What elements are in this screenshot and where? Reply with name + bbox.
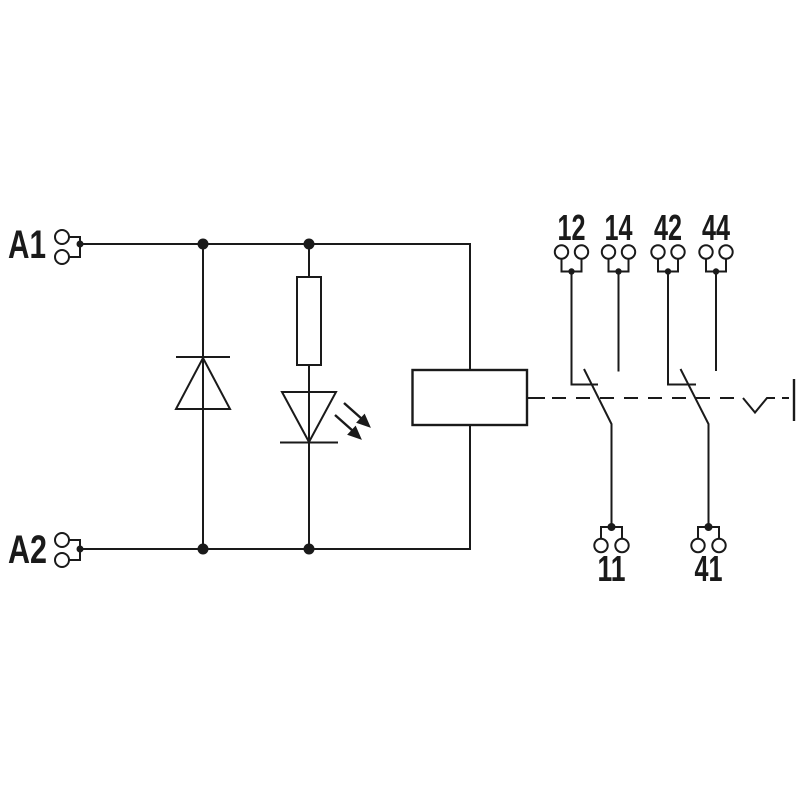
terminal-clamp-icon bbox=[698, 244, 714, 260]
link-vee-notch bbox=[742, 397, 775, 415]
suppressor-diode-icon bbox=[174, 355, 232, 410]
terminal-clamp-icon bbox=[54, 552, 70, 568]
terminal-clamp-icon bbox=[553, 244, 570, 260]
junction-dot bbox=[197, 238, 209, 250]
terminal-14 bbox=[600, 244, 637, 275]
bottom-rail-wire bbox=[80, 425, 471, 550]
nc-contact-wire bbox=[570, 271, 598, 386]
terminal-11 bbox=[593, 523, 630, 554]
contact-blade bbox=[583, 368, 613, 527]
terminal-clamp-icon bbox=[718, 244, 734, 260]
terminal-44 bbox=[698, 244, 734, 275]
terminal-12 bbox=[553, 244, 590, 275]
terminal-clamp-icon bbox=[54, 532, 70, 548]
terminal-41 bbox=[690, 523, 727, 554]
terminal-a2 bbox=[54, 532, 84, 568]
terminal-clamp-icon bbox=[650, 244, 666, 260]
changeover-contact-1 bbox=[553, 244, 637, 554]
diode-triangle bbox=[174, 355, 232, 410]
contact-blade bbox=[679, 368, 710, 527]
terminal-a1 bbox=[54, 229, 84, 265]
coil-circuit bbox=[54, 229, 529, 568]
terminal-clamp-icon bbox=[620, 244, 637, 260]
junction-dot bbox=[197, 543, 209, 555]
relay-coil-icon bbox=[411, 368, 529, 427]
terminal-clamp-icon bbox=[54, 229, 70, 245]
terminal-clamp-icon bbox=[593, 537, 609, 554]
nc-contact-wire bbox=[667, 271, 696, 386]
junction-dot bbox=[303, 543, 315, 555]
terminal-clamp-icon bbox=[573, 244, 590, 260]
terminal-clamp-icon bbox=[711, 537, 727, 554]
junction-dot bbox=[303, 238, 315, 250]
terminal-41-label: 41 bbox=[695, 548, 723, 589]
terminal-14-label: 14 bbox=[605, 207, 633, 248]
mechanical-link-icon bbox=[527, 379, 796, 421]
terminal-12-label: 12 bbox=[558, 207, 586, 248]
terminal-a1-label: A1 bbox=[8, 223, 46, 267]
led-emission-arrows-icon bbox=[334, 402, 371, 440]
led-indicator-icon bbox=[280, 391, 371, 445]
terminal-42-label: 42 bbox=[654, 207, 682, 248]
terminal-bracket bbox=[600, 526, 623, 539]
terminal-11-label: 11 bbox=[598, 548, 626, 589]
terminal-44-label: 44 bbox=[702, 207, 730, 248]
terminal-a2-label: A2 bbox=[8, 528, 47, 572]
terminal-clamp-icon bbox=[600, 244, 617, 260]
series-resistor-icon bbox=[296, 276, 322, 366]
terminal-bracket bbox=[697, 526, 720, 539]
terminal-clamp-icon bbox=[670, 244, 686, 260]
terminal-clamp-icon bbox=[54, 249, 70, 265]
led-triangle bbox=[280, 391, 338, 445]
labels: A1 A2 12 14 42 44 11 41 bbox=[8, 207, 730, 589]
terminal-clamp-icon bbox=[690, 537, 706, 554]
top-rail-wire bbox=[80, 243, 471, 370]
terminal-clamp-icon bbox=[614, 537, 630, 554]
changeover-contact-2 bbox=[650, 244, 734, 554]
terminal-42 bbox=[650, 244, 686, 275]
